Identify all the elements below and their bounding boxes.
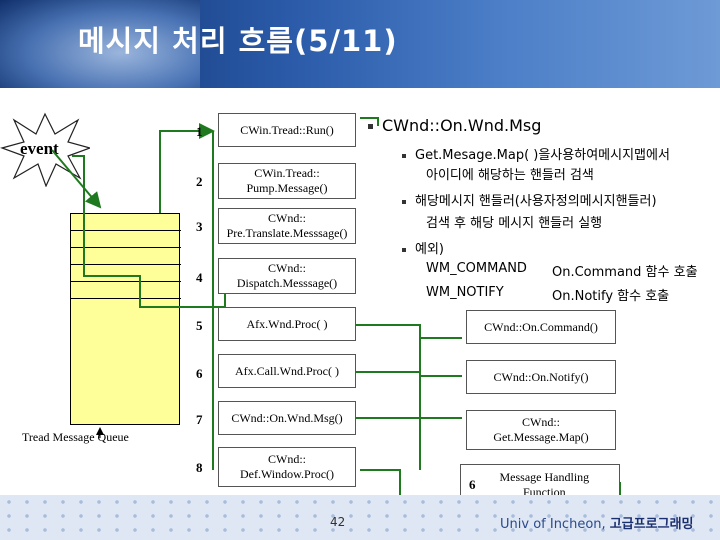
note-text: On.Notify 함수 호출	[552, 289, 670, 304]
footer-course-text: 고급프로그래밍	[609, 517, 694, 532]
step-number: 3	[196, 219, 203, 234]
note-text: WM_COMMAND	[426, 261, 527, 276]
note-text: On.Command 함수 호출	[552, 265, 698, 280]
on-notify-box: CWnd::On.Notify()	[466, 360, 616, 394]
header-banner	[0, 0, 720, 88]
step-box: CWin.Tread::Run()	[218, 113, 356, 147]
note-text: Get.Mesage.Map( )을사용하여메시지맵에서	[415, 148, 670, 163]
slide-title: 메시지 처리 흐름(5/11)	[78, 24, 398, 58]
notes-heading-text: CWnd::On.Wnd.Msg	[382, 116, 542, 135]
note-text: WM_NOTIFY	[426, 285, 504, 300]
step-number: 8	[196, 460, 203, 475]
step-box: CWnd:: Dispatch.Messsage()	[218, 258, 356, 294]
step-box: CWin.Tread:: Pump.Message()	[218, 163, 356, 199]
page-number: 42	[330, 515, 346, 529]
step-number: 2	[196, 174, 203, 189]
step-box: Afx.Call.Wnd.Proc( )	[218, 354, 356, 388]
step-box: CWnd::On.Wnd.Msg()	[218, 401, 356, 435]
footer-univ-text: Univ of Incheon,	[500, 517, 610, 532]
get-message-map-box: CWnd:: Get.Message.Map()	[466, 410, 616, 450]
step-box: Afx.Wnd.Proc( )	[218, 307, 356, 341]
message-queue	[70, 213, 181, 425]
on-command-box: CWnd::On.Command()	[466, 310, 616, 344]
header-photo	[0, 0, 200, 88]
step-number: 6	[196, 366, 203, 381]
step-box: CWnd:: Def.Window.Proc()	[218, 447, 356, 487]
note-text: 예외)	[415, 242, 444, 257]
step-number: 1	[196, 124, 203, 139]
step-number: 5	[196, 318, 203, 333]
note-text: 검색 후 해당 메시지 핸들러 실행	[426, 216, 603, 231]
legend-number: 6	[469, 476, 476, 492]
step-box: CWnd:: Pre.Translate.Messsage()	[218, 208, 356, 244]
footer-band	[0, 495, 720, 540]
notes-heading: CWnd::On.Wnd.Msg	[368, 116, 541, 135]
note-bullet-1: Get.Mesage.Map( )을사용하여메시지맵에서	[402, 144, 670, 163]
event-label: event	[20, 139, 59, 158]
step-number: 7	[196, 412, 203, 427]
note-text: 해당메시지 핸들러(사용자정의메시지핸들러)	[415, 194, 657, 209]
note-bullet-2: 해당메시지 핸들러(사용자정의메시지핸들러)	[402, 190, 657, 209]
note-bullet-3: 예외)	[402, 238, 444, 257]
step-number: 4	[196, 270, 203, 285]
footer-university: Univ of Incheon, 고급프로그래밍	[500, 513, 694, 532]
note-text: 아이디에 해당하는 핸들러 검색	[426, 168, 594, 183]
